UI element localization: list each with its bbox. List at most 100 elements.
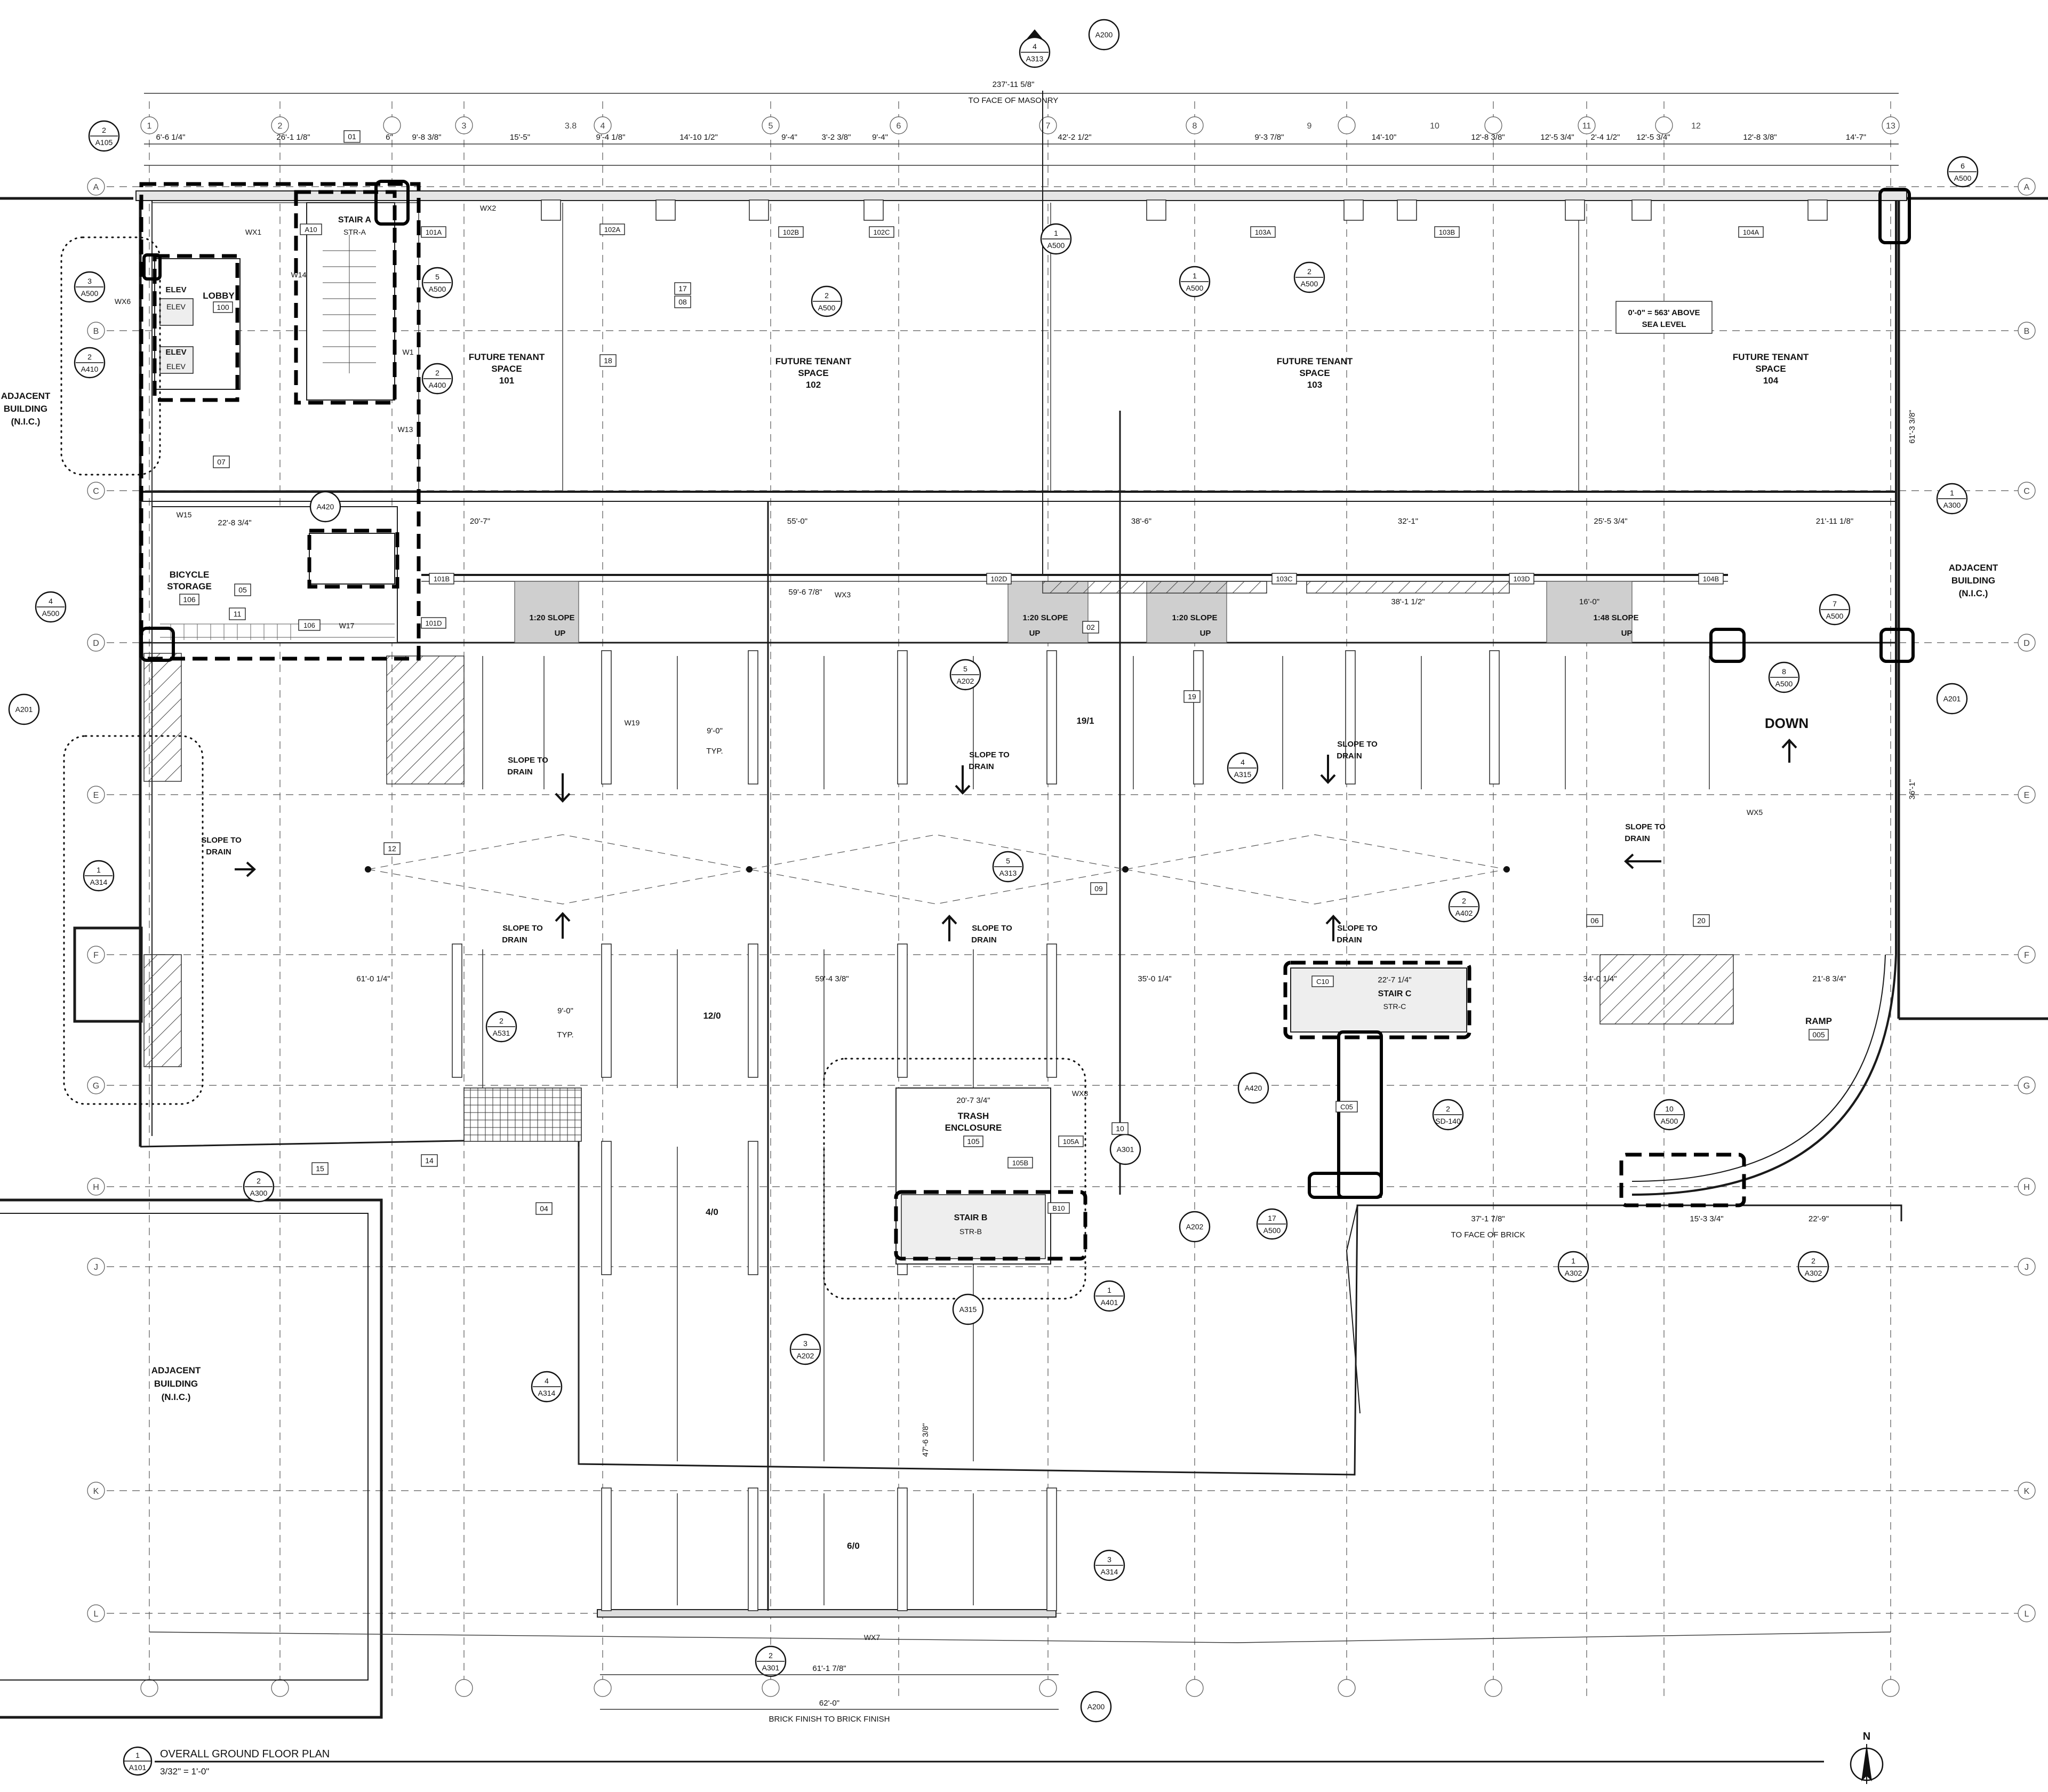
section-marker: 4 A315 [1227, 752, 1259, 784]
svg-text:103C: 103C [1276, 575, 1292, 583]
dim-text: 42'-2 1/2" [1058, 133, 1091, 142]
section-marker: 4 A500 [35, 591, 67, 623]
grid-label: G [93, 1082, 99, 1091]
slope-note: DRAIN [1625, 834, 1650, 843]
svg-text:14: 14 [425, 1156, 434, 1165]
grid-label: J [2025, 1263, 2029, 1272]
room-name-bicycle: BICYCLE [170, 570, 210, 580]
section-marker: 2 A402 [1448, 891, 1480, 923]
section-marker: A200 [1080, 1691, 1112, 1723]
grid-label: 10 [1430, 122, 1439, 131]
svg-text:A202: A202 [797, 1351, 814, 1360]
keynote-tag: 10 [1111, 1122, 1129, 1135]
svg-text:105B: 105B [1012, 1159, 1028, 1167]
door-tag: 104A [1738, 226, 1764, 238]
grid-label: 11 [1582, 122, 1591, 131]
svg-text:2: 2 [257, 1177, 261, 1185]
section-marker: 2 SD-140 [1432, 1099, 1464, 1131]
keynote-tag: 20 [1693, 914, 1710, 927]
keynote-tags: 01 02 04 05 06 07 08 09 10 11 12 14 15 1… [213, 130, 1710, 1215]
room-number: 005 [1812, 1030, 1825, 1039]
section-marker: A420 [1237, 1072, 1269, 1104]
svg-text:2: 2 [769, 1651, 773, 1660]
dim-text: 61'-3 3/8" [1908, 410, 1917, 443]
svg-text:1: 1 [1054, 229, 1058, 237]
grid-label: D [93, 639, 99, 648]
svg-text:1: 1 [1950, 489, 1954, 497]
slope-note: SLOPE TO [502, 924, 543, 933]
dim-text: TYP. [557, 1030, 573, 1039]
keynote-tag: 04 [535, 1202, 553, 1215]
svg-text:A10: A10 [305, 226, 317, 234]
dim-text: 34'-0 1/4" [1583, 974, 1617, 983]
room-name-ramp: RAMP [1805, 1016, 1832, 1026]
slope-note: SLOPE TO [508, 756, 548, 765]
wall-tag: W15 [177, 510, 192, 519]
room-name-trash: TRASH [958, 1111, 989, 1121]
dim-text: 22'-7 1/4" [1378, 975, 1411, 985]
svg-text:1: 1 [1571, 1257, 1575, 1265]
adjacent-label: BUILDING [1951, 575, 1995, 586]
door-tag: 105B [1007, 1157, 1033, 1169]
door-tag: 103D [1509, 573, 1534, 585]
section-marker: A201 [8, 693, 40, 725]
grid-label: L [2025, 1610, 2029, 1619]
grid-label: B [93, 327, 99, 336]
section-marker: 2 A531 [485, 1011, 517, 1043]
keynote-tag: 02 [1082, 621, 1099, 634]
dim-text: 15'-3 3/4" [1690, 1214, 1723, 1223]
dim-text: 14'-7" [1846, 133, 1866, 142]
section-marker: 1 A300 [1936, 483, 1968, 515]
slope-note: SLOPE TO [1625, 822, 1666, 831]
north-label: N [1863, 1731, 1870, 1742]
section-marker: 2 A500 [811, 285, 843, 317]
keynote-tag: 15 [311, 1162, 329, 1175]
grid-label: K [93, 1487, 99, 1496]
svg-text:101D: 101D [425, 619, 442, 627]
section-marker: 8 A500 [1768, 661, 1800, 693]
keynote-tag: 01 [343, 130, 361, 143]
keynote-tag: 17 [674, 282, 691, 295]
room-number: 101 [499, 375, 514, 386]
svg-text:A300: A300 [1943, 501, 1961, 509]
svg-text:04: 04 [540, 1204, 548, 1213]
section-marker: 3 A314 [1093, 1549, 1125, 1581]
slope-label: 1:20 SLOPE [1172, 613, 1217, 622]
svg-text:2: 2 [825, 291, 829, 300]
dim-text: 12'-5 3/4" [1636, 133, 1670, 142]
room-number: 104 [1763, 375, 1779, 386]
slope-note: SLOPE TO [969, 750, 1010, 759]
grid-label: H [2023, 1183, 2030, 1192]
svg-text:A315: A315 [959, 1305, 977, 1314]
wall-tag: WX8 [1072, 1089, 1089, 1098]
stall-count: 12/0 [703, 1011, 721, 1021]
overall-dim: 237'-11 5/8" [993, 80, 1035, 89]
grid-label: 8 [1193, 122, 1197, 131]
dim-text: 59'-4 3/8" [815, 974, 849, 983]
grid-label: 3 [462, 122, 467, 131]
svg-text:2: 2 [87, 353, 92, 361]
section-marker: 1 A314 [83, 860, 115, 892]
slope-note: SLOPE TO [972, 924, 1012, 933]
svg-text:102C: 102C [873, 228, 890, 236]
svg-text:103A: 103A [1255, 228, 1271, 236]
svg-text:5: 5 [963, 665, 967, 673]
svg-text:12: 12 [388, 844, 396, 853]
svg-text:A302: A302 [1805, 1269, 1822, 1277]
svg-text:2: 2 [102, 126, 106, 134]
grid-label: 12 [1691, 122, 1701, 131]
room-name-tenant-101: SPACE [491, 364, 522, 374]
svg-text:A410: A410 [81, 365, 99, 373]
svg-text:A500: A500 [42, 609, 60, 618]
svg-text:A420: A420 [317, 502, 334, 511]
svg-text:A314: A314 [1101, 1567, 1118, 1576]
building-shell [73, 190, 1907, 1643]
stair-name: STAIR B [954, 1213, 988, 1222]
grid-label: 6 [897, 122, 901, 131]
keynote-tag: 14 [421, 1154, 438, 1167]
keynote-tag: 19 [1183, 690, 1201, 703]
keynote-tag: 11 [229, 607, 246, 620]
title-number: 1 [135, 1751, 140, 1759]
room-name-tenant-104: FUTURE TENANT [1733, 352, 1809, 362]
svg-text:4: 4 [1241, 758, 1245, 766]
